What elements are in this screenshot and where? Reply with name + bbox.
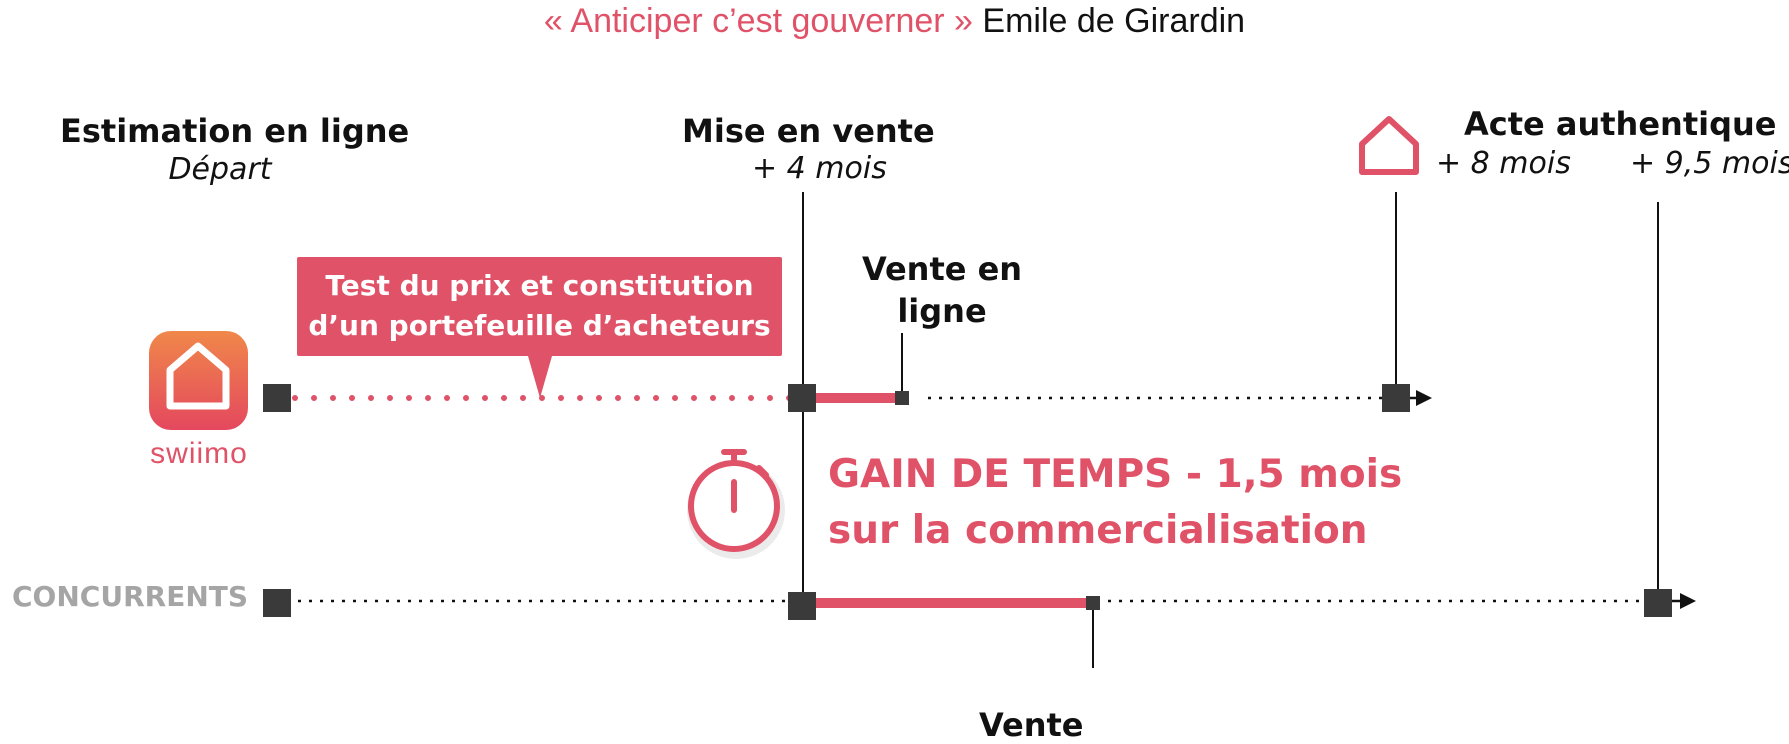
price-test-callout: Test du prix et constitution d’un portef…: [297, 257, 782, 356]
time-gain-text: GAIN DE TEMPS - 1,5 mois sur la commerci…: [828, 447, 1402, 559]
concurrents-arrowhead: [1680, 593, 1696, 609]
house-outline-icon: [1359, 116, 1419, 175]
milestone-estimation: Estimation en ligne Départ: [60, 112, 410, 187]
vente-en-ligne-line1: Vente en: [861, 250, 1023, 288]
gain-line2: sur la commercialisation: [828, 508, 1368, 553]
estimation-sub: Départ: [168, 152, 272, 187]
quote-author: Emile de Girardin: [982, 2, 1246, 40]
house-icon: [149, 331, 248, 430]
concurrents-mise-en-vente-marker: [788, 592, 816, 620]
concurrents-label: CONCURRENTS: [12, 580, 249, 613]
vente-en-ligne-line2: ligne: [897, 292, 987, 330]
swiimo-arrowhead: [1416, 390, 1432, 406]
vente-title: Vente: [979, 706, 1084, 744]
milestone-vente-en-ligne: Vente en ligne: [860, 248, 1024, 332]
concurrents-start-marker: [263, 589, 291, 617]
callout-line2: d’un portefeuille d’acheteurs: [308, 309, 771, 342]
swiimo-start-marker: [263, 384, 291, 412]
quote-header: « Anticiper c’est gouverner » Emile de G…: [0, 2, 1789, 41]
concurrents-vente-marker: [1086, 596, 1100, 610]
estimation-title: Estimation en ligne: [60, 112, 410, 150]
acte-sub-swiimo: + 8 mois: [1436, 146, 1571, 181]
swiimo-vente-en-ligne-marker: [895, 391, 909, 405]
mise-en-vente-sub: + 4 mois: [752, 151, 887, 186]
concurrents-acte-marker: [1644, 589, 1672, 617]
callout-pointer: [528, 356, 552, 398]
acte-sub-concurrents: + 9,5 mois: [1630, 146, 1789, 181]
callout-line1: Test du prix et constitution: [325, 269, 754, 302]
mise-en-vente-title: Mise en vente: [682, 112, 935, 150]
quote-text: « Anticiper c’est gouverner »: [543, 2, 973, 40]
gain-line1: GAIN DE TEMPS - 1,5 mois: [828, 452, 1403, 497]
acte-title: Acte authentique: [1464, 105, 1777, 143]
swiimo-brand: swiimo: [150, 437, 248, 470]
swiimo-acte-marker: [1382, 384, 1410, 412]
swiimo-mise-en-vente-marker: [788, 384, 816, 412]
stopwatch-icon: [687, 449, 785, 559]
